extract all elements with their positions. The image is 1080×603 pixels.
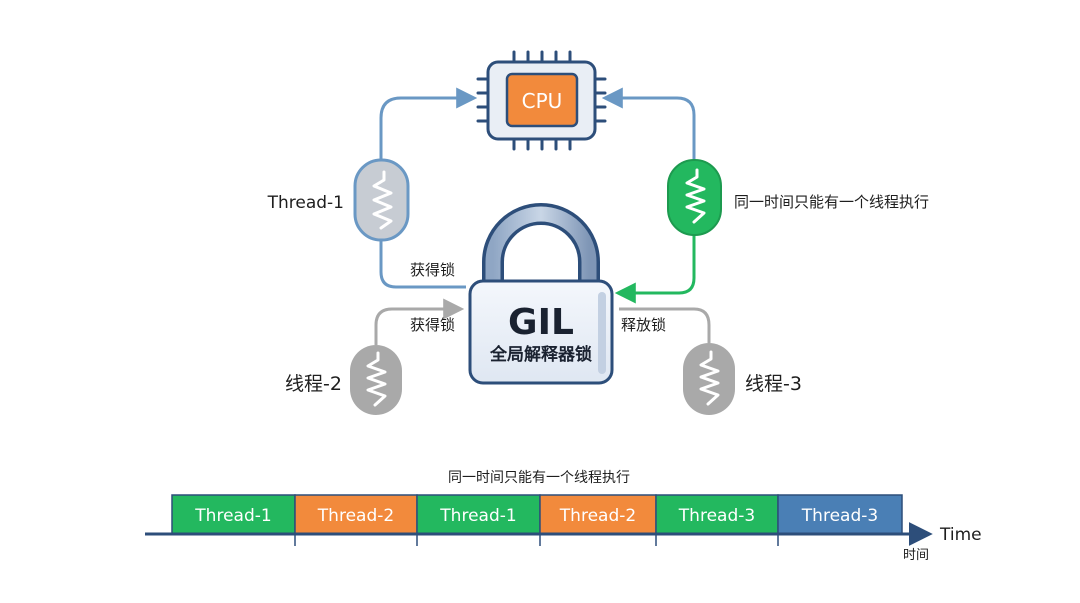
gil-title: GIL <box>508 302 574 343</box>
timeline-segment-label: Thread-1 <box>439 506 516 526</box>
thread1-to-lock-path <box>379 240 466 289</box>
thread3-squiggle-icon <box>699 350 720 406</box>
acquire-lock-left-label: 获得锁 <box>410 316 455 334</box>
lock-body <box>468 279 614 385</box>
thread2-label: 线程-2 <box>285 373 342 395</box>
timeline-ticks <box>294 534 779 546</box>
timeline-segments: Thread-1 Thread-2 Thread-1 Thread-2 Thread-3… <box>171 494 903 535</box>
green-thread-squiggle-icon <box>685 168 706 224</box>
gil-lock-icon: GIL 全局解释器锁 <box>468 203 614 385</box>
green-thread-to-lock-path <box>614 235 696 304</box>
timeline-title: 同一时间只能有一个线程执行 <box>448 470 630 486</box>
thread1-to-cpu-path <box>379 87 478 160</box>
timeline-segment-label: Thread-2 <box>559 506 636 526</box>
time-axis-label-cn: 时间 <box>903 548 929 563</box>
timeline-segment <box>416 494 541 535</box>
thread2-capsule <box>350 345 402 415</box>
timeline-segment <box>539 494 657 535</box>
thread3-capsule <box>683 343 735 415</box>
cpu-pins <box>476 50 607 151</box>
thread1-squiggle-icon <box>372 170 393 230</box>
release-lock-label: 释放锁 <box>621 316 666 334</box>
cpu-core <box>505 72 579 128</box>
thread1-capsule <box>353 158 410 242</box>
timeline-segment <box>655 494 779 535</box>
thread1-label: Thread-1 <box>267 193 344 213</box>
thread3-label: 线程-3 <box>745 373 802 395</box>
one-thread-note: 同一时间只能有一个线程执行 <box>734 193 929 211</box>
timeline-segment-label: Thread-3 <box>801 506 878 526</box>
timeline-segment-label: Thread-1 <box>194 506 271 526</box>
lock-to-thread3-path <box>619 307 711 343</box>
timeline-segment <box>171 494 296 535</box>
cpu-chip: CPU <box>476 50 607 151</box>
acquire-lock-top-label: 获得锁 <box>410 261 455 279</box>
thread2-squiggle-icon <box>366 351 387 407</box>
cpu-label: CPU <box>522 89 563 113</box>
time-axis-label: Time <box>939 525 982 545</box>
thread2-to-lock-path <box>374 298 465 345</box>
timeline-segment-label: Thread-3 <box>678 506 755 526</box>
cpu-to-green-thread-path <box>601 87 696 160</box>
green-thread-capsule <box>667 159 722 236</box>
timeline-segment-label: Thread-2 <box>317 506 394 526</box>
gil-subtitle: 全局解释器锁 <box>489 344 592 365</box>
